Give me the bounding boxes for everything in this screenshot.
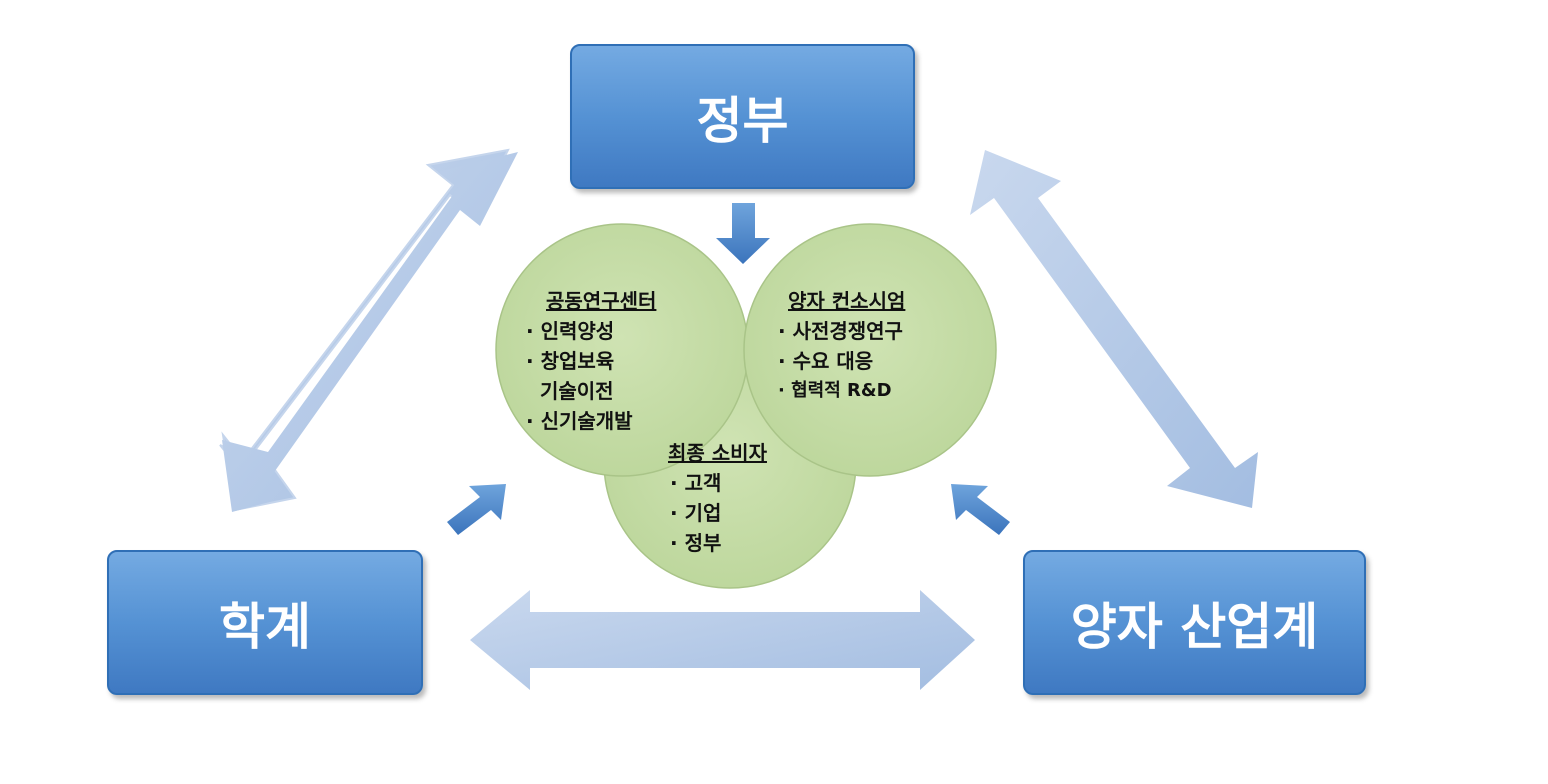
end-consumer-title: 최종 소비자 [668, 441, 767, 465]
list-item: 신기술개발 [526, 406, 656, 436]
node-industry-label: 양자 산업계 [1070, 597, 1319, 656]
research-center-text: 공동연구센터 인력양성 창업보육 기술이전 신기술개발 [526, 286, 656, 436]
end-consumer-list: 고객 기업 정부 [670, 468, 767, 558]
node-industry: 양자 산업계 [1023, 550, 1366, 695]
list-item: 인력양성 [526, 316, 656, 346]
list-item: 창업보육 [526, 346, 656, 376]
list-item: 사전경쟁연구 [778, 316, 905, 346]
list-item: 협력적 R&D [778, 376, 905, 406]
list-item: 기술이전 [539, 379, 614, 403]
node-academia: 학계 [107, 550, 423, 695]
list-item: 고객 [670, 468, 767, 498]
consortium-text: 양자 컨소시엄 사전경쟁연구 수요 대응 협력적 R&D [778, 286, 905, 406]
list-item: 수요 대응 [778, 346, 905, 376]
node-government: 정부 [570, 44, 915, 189]
consortium-list: 사전경쟁연구 수요 대응 협력적 R&D [778, 316, 905, 406]
double-arrow-icon [970, 150, 1258, 508]
down-arrow-icon [716, 203, 770, 264]
node-academia-label: 학계 [219, 597, 311, 656]
diagonal-arrow-icon [951, 484, 1010, 535]
research-center-title: 공동연구센터 [546, 289, 657, 313]
double-arrow-icon [470, 590, 975, 690]
research-center-list: 인력양성 창업보육 기술이전 신기술개발 [526, 316, 656, 436]
list-item: 기업 [670, 498, 767, 528]
node-government-label: 정부 [696, 91, 789, 150]
end-consumer-text: 최종 소비자 고객 기업 정부 [668, 438, 767, 558]
list-item: 정부 [670, 528, 767, 558]
consortium-title: 양자 컨소시엄 [788, 289, 906, 313]
double-arrow-icon [222, 152, 518, 512]
diagonal-arrow-icon [447, 484, 506, 535]
